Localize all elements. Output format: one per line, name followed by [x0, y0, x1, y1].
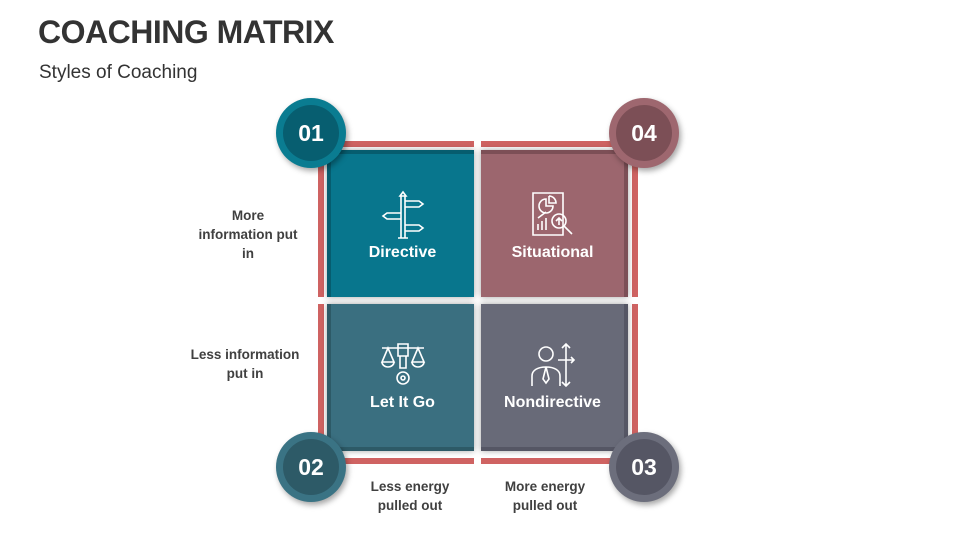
label-more-information: More information put in	[198, 208, 298, 261]
number-badge-04: 04	[609, 98, 679, 168]
page-subtitle: Styles of Coaching	[39, 62, 198, 83]
frame-bottom-right	[481, 458, 638, 464]
frame-left-bottom	[318, 304, 324, 464]
number-badge-03: 03	[609, 432, 679, 502]
badge-number: 04	[616, 105, 672, 161]
balance-scale-gear-icon	[380, 343, 425, 385]
person-arrows-icon	[530, 342, 575, 388]
label-more-energy: More energy pulled out	[504, 479, 586, 513]
number-badge-02: 02	[276, 432, 346, 502]
quadrant-label: Directive	[368, 244, 437, 261]
frame-left-top	[318, 141, 324, 297]
quadrant-situational: Situational	[481, 150, 628, 297]
badge-number: 01	[283, 105, 339, 161]
badge-number: 03	[616, 439, 672, 495]
label-less-information: Less information put in	[190, 347, 300, 381]
signpost-icon	[381, 190, 424, 239]
label-less-energy: Less energy pulled out	[370, 479, 450, 513]
quadrant-let-it-go: Let It Go	[327, 304, 474, 451]
report-analysis-icon	[531, 192, 573, 236]
frame-right-bottom	[632, 304, 638, 464]
frame-top-right	[481, 141, 638, 147]
quadrant-label: Let It Go	[370, 394, 435, 411]
frame-right-top	[632, 141, 638, 297]
quadrant-directive: Directive	[327, 150, 474, 297]
frame-top-left	[318, 141, 474, 147]
page-title: COACHING MATRIX	[38, 14, 334, 50]
frame-bottom-left	[318, 458, 474, 464]
quadrant-label: Nondirective	[504, 394, 601, 411]
number-badge-01: 01	[276, 98, 346, 168]
badge-number: 02	[283, 439, 339, 495]
quadrant-nondirective: Nondirective	[481, 304, 628, 451]
quadrant-label: Situational	[511, 244, 594, 261]
